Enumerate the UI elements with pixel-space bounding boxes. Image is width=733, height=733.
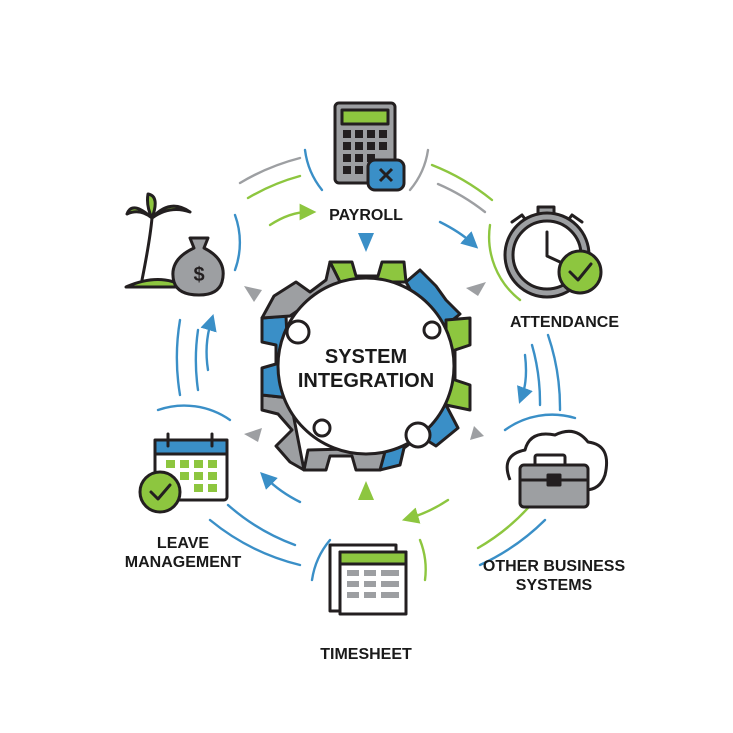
leave-management-label: LEAVE MANAGEMENT <box>113 534 253 572</box>
arrow-to-attendance <box>438 220 479 249</box>
center-title-line2: INTEGRATION <box>297 370 435 392</box>
other-systems-label-line1: OTHER BUSINESS <box>482 558 626 575</box>
arrow-to-other <box>517 353 533 404</box>
calculator-icon <box>333 101 406 192</box>
arrow-to-leave <box>260 472 302 504</box>
arrow-to-benefits <box>200 313 217 372</box>
triangle-leave <box>244 428 262 442</box>
calendar-check-icon <box>138 432 229 514</box>
triangle-benefits <box>244 286 262 302</box>
outer-arcs <box>156 148 577 582</box>
arc-left-blue-c <box>194 328 200 392</box>
triangle-payroll <box>358 233 374 252</box>
arc-bottom-blue <box>310 538 332 582</box>
arc-lower-right-green <box>476 506 530 550</box>
arc-top-gray <box>408 148 430 192</box>
center-title: SYSTEM INTEGRATION <box>266 345 466 393</box>
arc-lower-left-blue-1 <box>208 518 302 567</box>
arc-right-blue-2 <box>530 343 542 407</box>
arc-top-left-green <box>246 174 302 200</box>
arc-right-blue-1 <box>546 333 562 412</box>
briefcase-cloud-icon <box>505 429 609 509</box>
svg-text:$: $ <box>193 264 204 286</box>
leave-management-label-line2: MANAGEMENT <box>124 554 242 571</box>
arc-right-green <box>487 223 522 302</box>
other-systems-label-line2: SYSTEMS <box>515 577 593 594</box>
arrow-to-timesheet <box>401 498 450 524</box>
arc-lower-right-blue <box>503 413 577 432</box>
arc-left-blue-b <box>175 318 182 397</box>
leave-management-label-line1: LEAVE <box>156 535 210 552</box>
arc-lower-left-blue-2 <box>226 503 297 547</box>
other-systems-label: OTHER BUSINESS SYSTEMS <box>475 557 633 595</box>
flow-arrows <box>200 203 533 524</box>
arc-bottom-green <box>418 538 427 582</box>
arc-upper-left-blue <box>233 213 242 272</box>
triangle-other <box>470 426 484 440</box>
stopwatch-icon <box>503 205 603 299</box>
arc-top-right-gray <box>436 182 487 214</box>
timesheet-label: TIMESHEET <box>320 646 412 663</box>
triangle-timesheet <box>358 481 374 500</box>
attendance-label: ATTENDANCE <box>509 314 620 331</box>
arc-top-blue <box>303 148 324 192</box>
arc-top-right-green <box>430 163 494 202</box>
arrow-to-payroll <box>268 203 317 227</box>
inner-triangles <box>244 233 486 500</box>
timesheet-icon <box>328 543 408 616</box>
payroll-label: PAYROLL <box>329 207 403 224</box>
central-gear-icon <box>260 260 472 472</box>
triangle-attendance <box>466 282 486 296</box>
arc-lower-right-blue-b <box>478 518 547 567</box>
center-title-line1: SYSTEM <box>324 346 408 368</box>
arc-top-left-gray <box>238 156 302 185</box>
arc-left-blue <box>156 404 232 422</box>
palm-tree-money-bag-icon: $ <box>124 192 225 297</box>
